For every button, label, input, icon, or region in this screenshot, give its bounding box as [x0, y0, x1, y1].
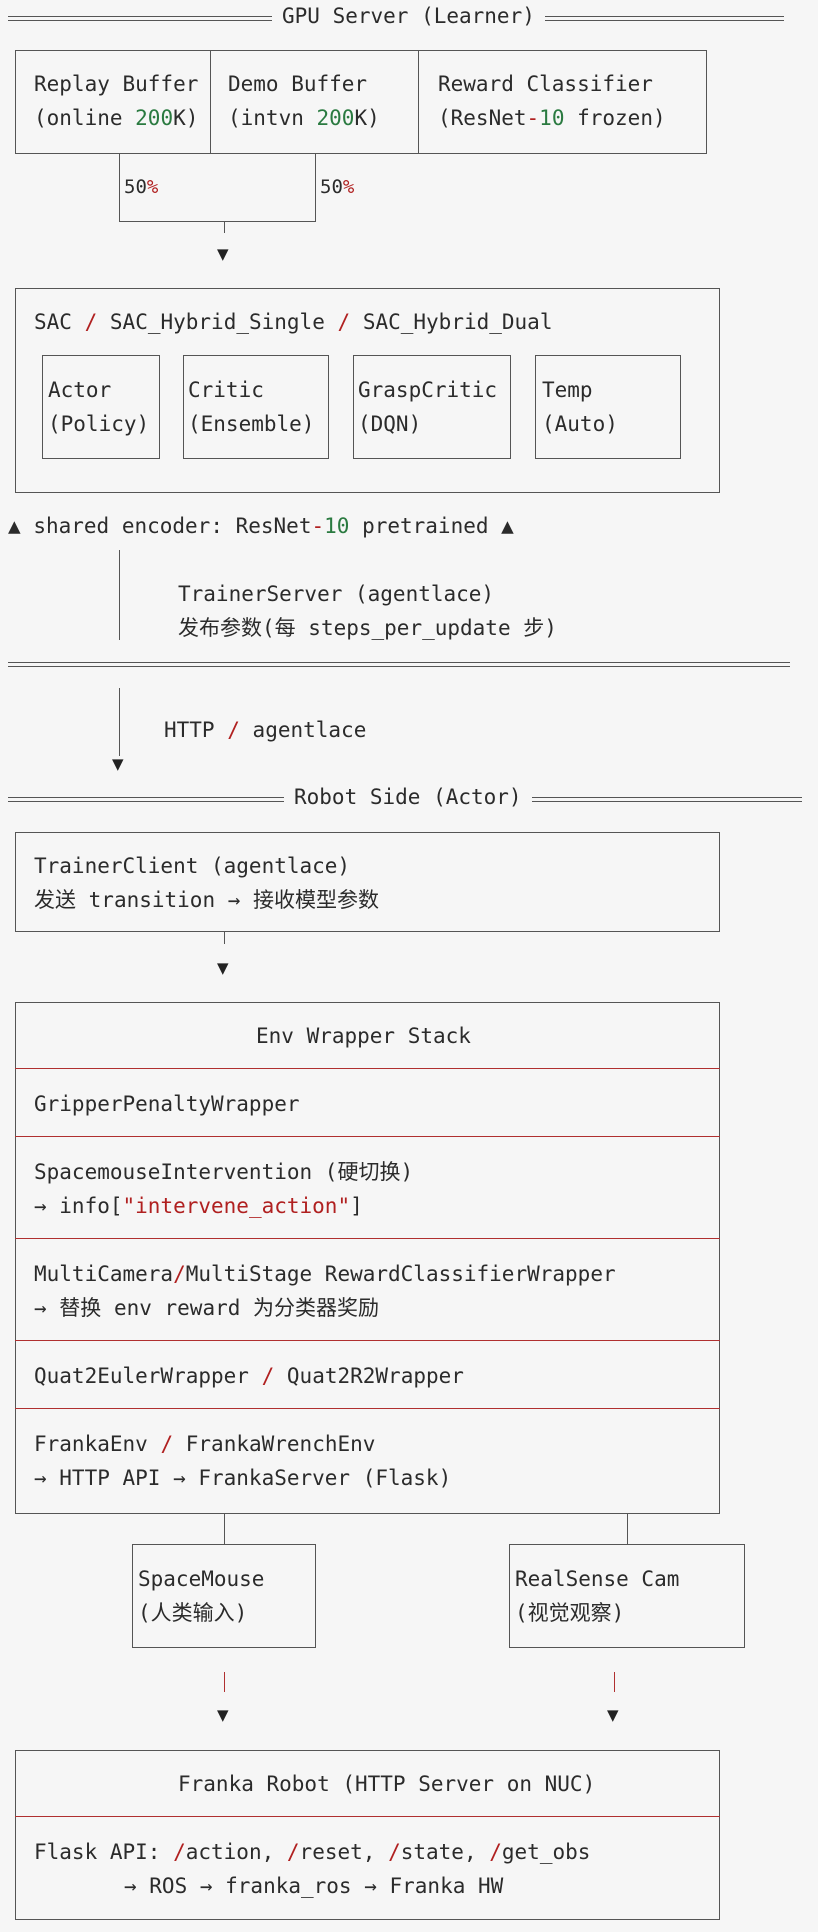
- wrapper-gripper: GripperPenaltyWrapper: [34, 1092, 300, 1116]
- split-right-label: 50%: [320, 176, 355, 198]
- wrapper-divider: [15, 1408, 720, 1409]
- spacemouse-stem: [224, 1514, 225, 1544]
- demo-buffer-detail: (intvn 200K): [228, 106, 380, 130]
- realsense-link: [614, 1672, 615, 1692]
- spacemouse-detail: (人类输入): [138, 1601, 248, 1625]
- trainer-server-name: TrainerServer (agentlace): [178, 582, 495, 606]
- franka-robot-box: [15, 1750, 720, 1920]
- split-merge-line: [119, 221, 315, 222]
- buffers-box: [15, 50, 707, 154]
- realsense-box: [509, 1544, 745, 1648]
- module-temp-box: [535, 355, 681, 459]
- replay-buffer-detail: (online 200K): [34, 106, 199, 130]
- spacemouse-box: [132, 1544, 316, 1648]
- buffers-divider-2: [418, 50, 419, 154]
- wrapper-franka-note: → HTTP API → FrankaServer (Flask): [34, 1466, 452, 1490]
- wrapper-reward: MultiCamera/MultiStage RewardClassifierW…: [34, 1262, 616, 1286]
- arrow-down-icon: ▼: [217, 245, 229, 263]
- learner-title: GPU Server (Learner): [272, 2, 545, 30]
- shared-encoder-line: ▲ shared encoder: ResNet-10 pretrained ▲: [8, 514, 514, 538]
- learner-end-separator: [8, 662, 790, 667]
- split-left-label: 50%: [124, 176, 159, 198]
- wrapper-spacemouse-info: → info["intervene_action"]: [34, 1194, 363, 1218]
- arrow-down-icon: ▼: [112, 755, 124, 773]
- wrapper-reward-note: → 替换 env reward 为分类器奖励: [34, 1296, 380, 1320]
- wrapper-divider: [15, 1136, 720, 1137]
- http-link-label: HTTP / agentlace: [164, 718, 367, 742]
- agent-box: [15, 288, 720, 493]
- wrapper-spacemouse: SpacemouseIntervention (硬切换): [34, 1160, 414, 1184]
- module-actor-detail: (Policy): [48, 412, 150, 436]
- module-critic-detail: (Ensemble): [188, 412, 315, 436]
- franka-robot-title: Franka Robot (HTTP Server on NUC): [178, 1772, 596, 1796]
- arrow-down-icon: ▼: [607, 1706, 619, 1724]
- trainer-client-name: TrainerClient (agentlace): [34, 854, 351, 878]
- wrapper-divider: [15, 1340, 720, 1341]
- realsense-name: RealSense Cam: [515, 1567, 680, 1591]
- wrapper-divider: [15, 1238, 720, 1239]
- reward-classifier-name: Reward Classifier: [438, 72, 653, 96]
- agent-algorithms: SAC / SAC_Hybrid_Single / SAC_Hybrid_Dua…: [34, 310, 553, 334]
- module-critic-name: Critic: [188, 378, 264, 402]
- buffers-divider-1: [210, 50, 211, 154]
- franka-pipeline: → ROS → franka_ros → Franka HW: [124, 1874, 504, 1898]
- split-line-right: [315, 154, 316, 222]
- robot-title: Robot Side (Actor): [284, 783, 532, 811]
- module-critic-box: [183, 355, 329, 459]
- trainer-client-detail: 发送 transition → 接收模型参数: [34, 888, 380, 912]
- realsense-detail: (视觉观察): [515, 1601, 625, 1625]
- realsense-stem: [627, 1514, 628, 1544]
- wrapper-quat: Quat2EulerWrapper / Quat2R2Wrapper: [34, 1364, 464, 1388]
- arrow-down-icon: ▼: [217, 1706, 229, 1724]
- spacemouse-link: [224, 1672, 225, 1692]
- triangle-up-icon: ▲: [8, 514, 21, 538]
- wrapper-stack-box: [15, 1002, 720, 1514]
- arrow-down-icon: ▼: [217, 959, 229, 977]
- module-graspcritic-box: [353, 355, 511, 459]
- spacemouse-name: SpaceMouse: [138, 1567, 265, 1591]
- split-line-left: [119, 154, 120, 222]
- trainer-client-box: [15, 832, 720, 932]
- demo-buffer-name: Demo Buffer: [228, 72, 368, 96]
- module-temp-detail: (Auto): [542, 412, 618, 436]
- wrapper-franka: FrankaEnv / FrankaWrenchEnv: [34, 1432, 376, 1456]
- trainer-client-stem: [224, 932, 225, 944]
- split-stem: [224, 221, 225, 233]
- module-actor-box: [42, 355, 160, 459]
- franka-divider: [15, 1816, 720, 1817]
- module-graspcritic-name: GraspCritic: [358, 378, 498, 402]
- module-actor-name: Actor: [48, 378, 112, 402]
- module-temp-name: Temp: [542, 378, 593, 402]
- trainer-server-publish: 发布参数(每 steps_per_update 步): [178, 616, 557, 640]
- franka-api: Flask API: /action, /reset, /state, /get…: [34, 1840, 591, 1864]
- http-link-line: [119, 688, 120, 756]
- triangle-up-icon: ▲: [501, 514, 514, 538]
- trainer-server-line: [119, 550, 120, 640]
- replay-buffer-name: Replay Buffer: [34, 72, 199, 96]
- reward-classifier-detail: (ResNet-10 frozen): [438, 106, 666, 130]
- wrapper-divider: [15, 1068, 720, 1069]
- wrapper-stack-title: Env Wrapper Stack: [256, 1024, 471, 1048]
- module-graspcritic-detail: (DQN): [358, 412, 422, 436]
